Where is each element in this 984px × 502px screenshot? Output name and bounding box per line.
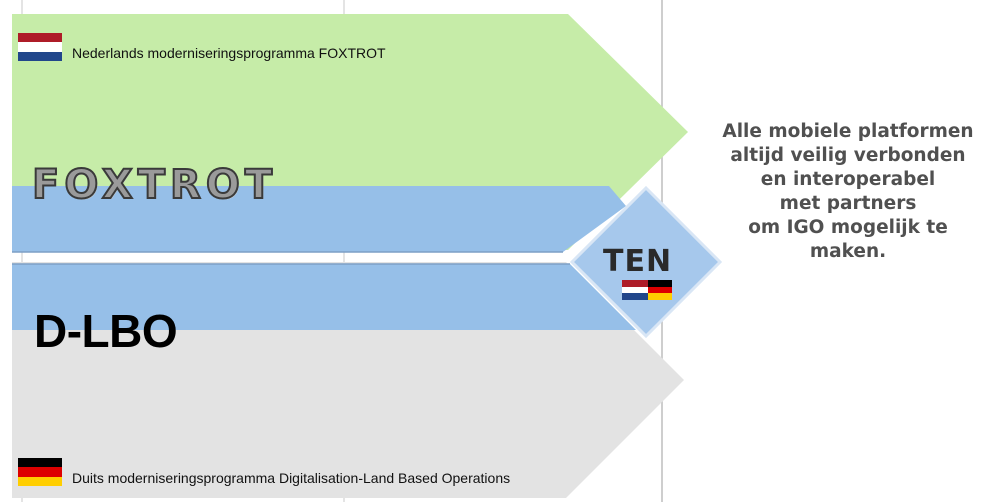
goal-line: Alle mobiele platformen <box>722 121 974 142</box>
germany-flag-icon <box>648 280 672 300</box>
foxtrot-logo: FOXTROT <box>31 161 278 209</box>
netherlands-flag-icon <box>18 33 62 61</box>
goal-line: maken. <box>809 241 887 262</box>
flag-stripe-red <box>18 467 62 477</box>
goal-line: en interoperabel <box>760 169 936 190</box>
foxtrot-caption: Nederlands moderniseringsprogramma FOXTR… <box>72 45 386 61</box>
ten-diamond <box>569 185 723 339</box>
ten-logo: TEN <box>603 244 673 279</box>
germany-flag-icon <box>18 458 62 486</box>
flag-stripe-red <box>622 280 648 287</box>
flag-stripe-red <box>648 286 672 294</box>
dlbo-caption: Duits moderniseringsprogramma Digitalisa… <box>72 470 511 486</box>
flag-stripe-red <box>18 33 62 43</box>
flag-stripe-blue <box>18 51 62 61</box>
goal-line: altijd veilig verbonden <box>730 145 966 166</box>
flag-stripe-black <box>18 458 62 468</box>
foxtrot-joint-band <box>12 186 626 252</box>
flag-stripe-white <box>622 286 648 294</box>
goal-line: met partners <box>779 193 917 214</box>
netherlands-flag-icon <box>622 280 648 300</box>
flag-stripe-blue <box>622 293 648 300</box>
flag-stripe-black <box>648 280 672 287</box>
goal-statement: Alle mobiele platformen altijd veilig ve… <box>700 120 984 264</box>
dlbo-logo: D-LBO <box>34 305 178 357</box>
goal-line: om IGO mogelijk te <box>748 217 948 238</box>
flag-stripe-gold <box>648 293 672 300</box>
flag-stripe-gold <box>18 476 62 486</box>
dlbo-joint-band <box>12 264 636 330</box>
flag-stripe-white <box>18 42 62 52</box>
